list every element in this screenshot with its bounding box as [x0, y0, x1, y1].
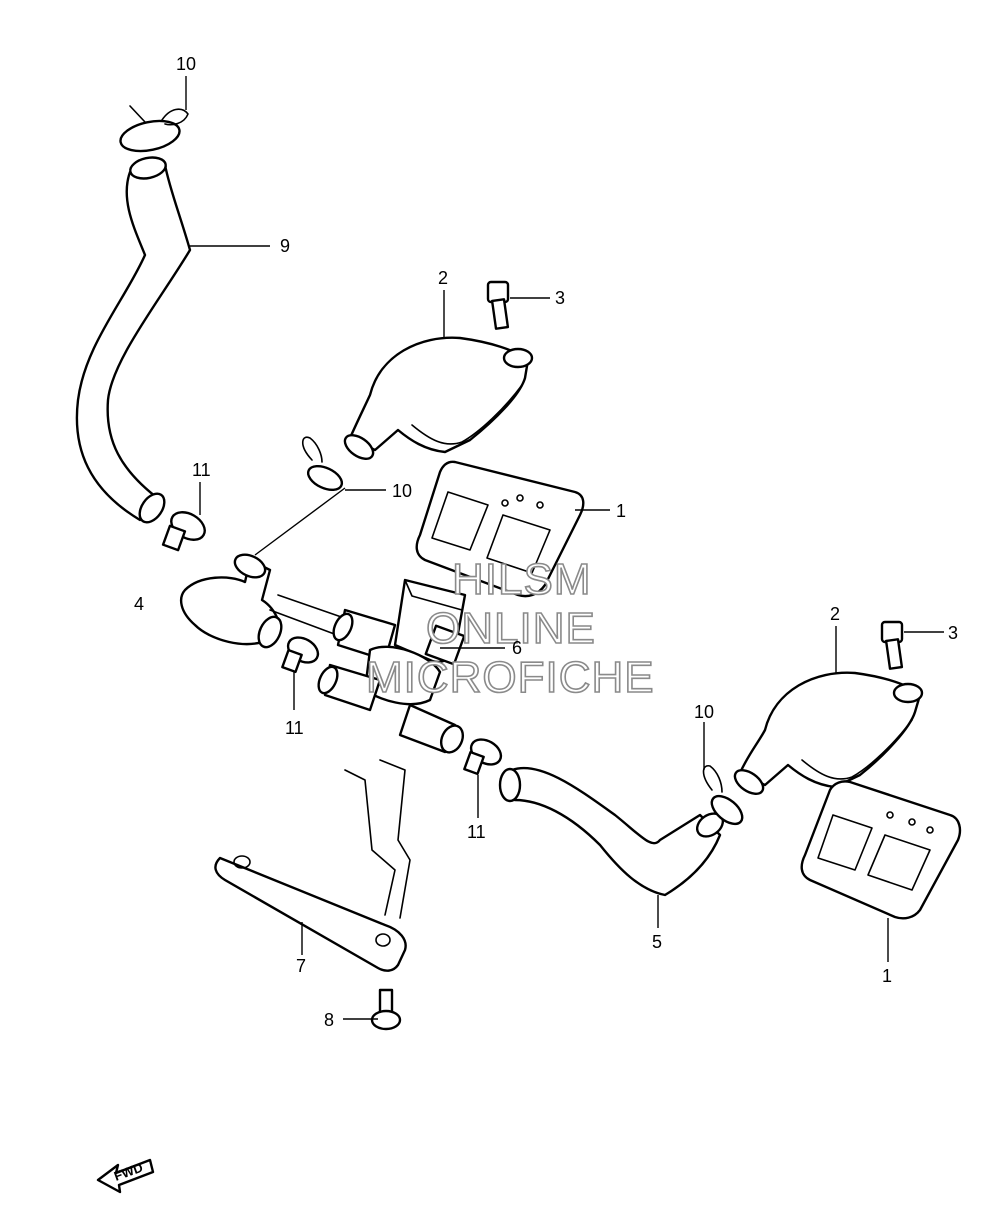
clamp-11-left	[161, 511, 206, 552]
callout-6: 6	[512, 638, 522, 658]
reed-plate-1-lower	[800, 780, 962, 920]
callout-1-upper: 1	[616, 501, 626, 521]
clamp-10-lower	[702, 765, 744, 826]
watermark: HILSM ONLINE MICROFICHE	[365, 554, 655, 703]
bolt-3-lower	[880, 620, 904, 670]
callouts: 10 9 2 3 10 11 1 4 6 11 11 2 3 10 5 1 7 …	[134, 54, 958, 1030]
callout-4: 4	[134, 594, 144, 614]
callout-9: 9	[280, 236, 290, 256]
leader-lines	[185, 76, 944, 1020]
clamp-10-top	[119, 105, 189, 153]
bolt-3-upper	[486, 280, 510, 330]
callout-2-upper: 2	[438, 268, 448, 288]
watermark-line-3: MICROFICHE	[366, 653, 655, 702]
callout-8: 8	[324, 1010, 334, 1030]
callout-3-lower: 3	[948, 623, 958, 643]
callout-10-middle: 10	[392, 481, 412, 501]
callout-7: 7	[296, 956, 306, 976]
callout-2-lower: 2	[830, 604, 840, 624]
callout-11-left: 11	[192, 460, 211, 480]
fwd-arrow-icon: FWD	[96, 1158, 155, 1194]
reed-cover-2-upper	[343, 336, 534, 460]
bracket-7	[214, 759, 411, 972]
callout-10-top: 10	[176, 54, 196, 74]
valve-6	[317, 578, 467, 754]
callout-10-lower: 10	[694, 702, 714, 722]
callout-3-upper: 3	[555, 288, 565, 308]
callout-5: 5	[652, 932, 662, 952]
pipe-4	[179, 553, 351, 649]
bolt-8	[370, 988, 402, 1031]
reed-plate-1-upper	[415, 460, 585, 598]
clamp-11-center	[281, 636, 320, 674]
watermark-line-1: HILSM	[452, 555, 591, 604]
callout-11-center: 11	[285, 718, 304, 738]
clamp-10-middle	[301, 436, 344, 492]
hose-9	[75, 156, 192, 524]
callout-1-lower: 1	[882, 966, 892, 986]
callout-11-right: 11	[467, 822, 486, 842]
hose-5	[498, 766, 725, 897]
clamp-11-right	[463, 738, 503, 776]
reed-cover-2-lower	[733, 671, 924, 795]
watermark-line-2: ONLINE	[426, 604, 596, 653]
